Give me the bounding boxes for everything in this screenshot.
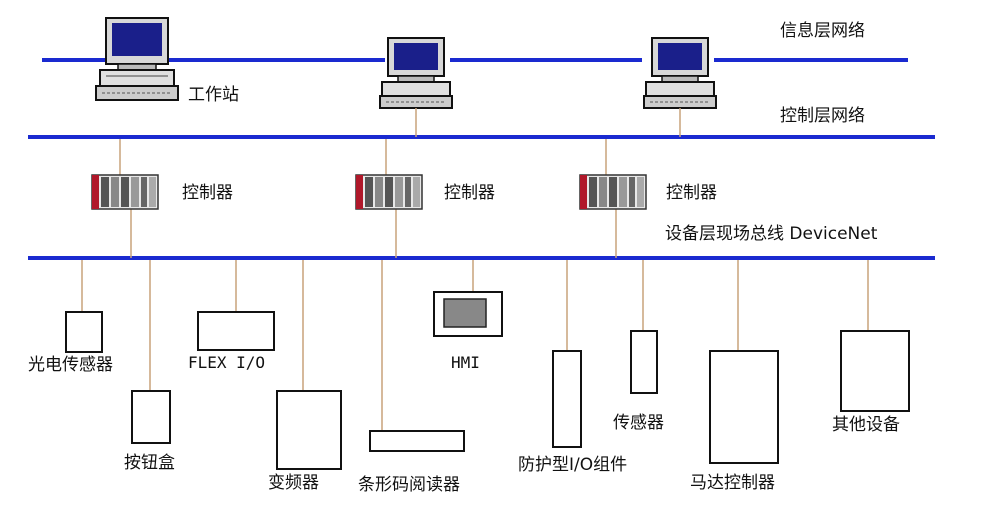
computer-icon — [95, 17, 179, 101]
vfd-label: 变频器 — [268, 473, 319, 493]
controller-label: 控制器 — [444, 183, 495, 203]
hmi-label: HMI — [451, 353, 480, 372]
protected-io-label: 防护型I/O组件 — [518, 455, 627, 475]
controller-label: 控制器 — [666, 183, 717, 203]
plc-rack-icon — [91, 174, 159, 210]
photo-sensor-label: 光电传感器 — [28, 355, 113, 375]
other-equipment-label: 其他设备 — [832, 415, 900, 435]
protected-io-box — [552, 350, 582, 448]
flex-io-label: FLEX I/O — [188, 353, 265, 372]
controller-3 — [579, 174, 647, 210]
sensor-box — [630, 330, 658, 394]
photo-sensor-box — [65, 311, 103, 353]
device-network-label: 设备层现场总线 DeviceNet — [665, 224, 878, 244]
controller-2 — [355, 174, 423, 210]
motor-controller-label: 马达控制器 — [690, 473, 775, 493]
plc-rack-icon — [579, 174, 647, 210]
computer-icon — [643, 37, 717, 109]
computer-icon — [379, 37, 453, 109]
vfd-box — [276, 390, 342, 470]
sensor-label: 传感器 — [613, 413, 664, 433]
button-box — [131, 390, 171, 444]
motor-controller-box — [709, 350, 779, 464]
flex-io-box — [197, 311, 275, 351]
control-network-label: 控制层网络 — [780, 106, 865, 126]
hmi-panel — [433, 291, 503, 337]
barcode-reader-box — [369, 430, 465, 452]
controller-1 — [91, 174, 159, 210]
workstation-2 — [379, 37, 453, 109]
other-equipment-box — [840, 330, 910, 412]
plc-rack-icon — [355, 174, 423, 210]
controller-label: 控制器 — [182, 183, 233, 203]
workstation-3 — [643, 37, 717, 109]
workstation-label: 工作站 — [188, 85, 239, 105]
button-box-label: 按钮盒 — [124, 453, 175, 473]
workstation-1 — [95, 17, 179, 101]
info-network-label: 信息层网络 — [780, 21, 865, 41]
barcode-reader-label: 条形码阅读器 — [358, 475, 460, 495]
